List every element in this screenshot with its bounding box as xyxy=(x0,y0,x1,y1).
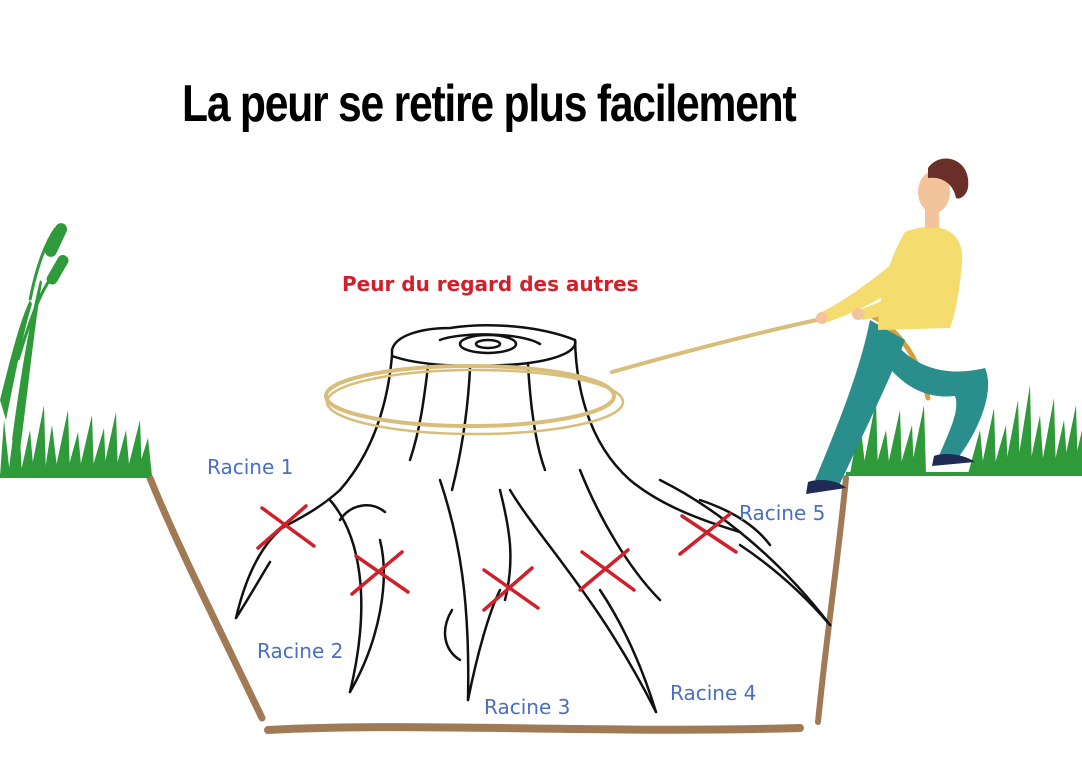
root-label-3: Racine 3 xyxy=(484,695,571,719)
person-pulling-icon xyxy=(806,158,989,494)
soil-pit xyxy=(146,474,849,734)
cattail-icon xyxy=(16,223,69,361)
cross-marks xyxy=(256,504,738,612)
page-title: La peur se retire plus facilement xyxy=(182,75,797,133)
fear-label: Peur du regard des autres xyxy=(342,272,639,296)
cross-icon-racine-3 xyxy=(482,566,540,612)
root-label-2: Racine 2 xyxy=(257,639,344,663)
root-label-1: Racine 1 xyxy=(207,455,294,479)
cross-icon-racine-1 xyxy=(256,504,316,550)
root-label-5: Racine 5 xyxy=(739,501,826,525)
cross-icon-racine-5 xyxy=(678,512,738,556)
root-label-4: Racine 4 xyxy=(670,681,757,705)
grass-right-icon xyxy=(850,385,1082,474)
rope-icon xyxy=(324,313,931,436)
cross-icon-racine-4 xyxy=(578,548,636,592)
ground xyxy=(0,472,1082,478)
grass-left-icon xyxy=(0,280,152,476)
cross-icon-racine-2 xyxy=(350,550,410,596)
